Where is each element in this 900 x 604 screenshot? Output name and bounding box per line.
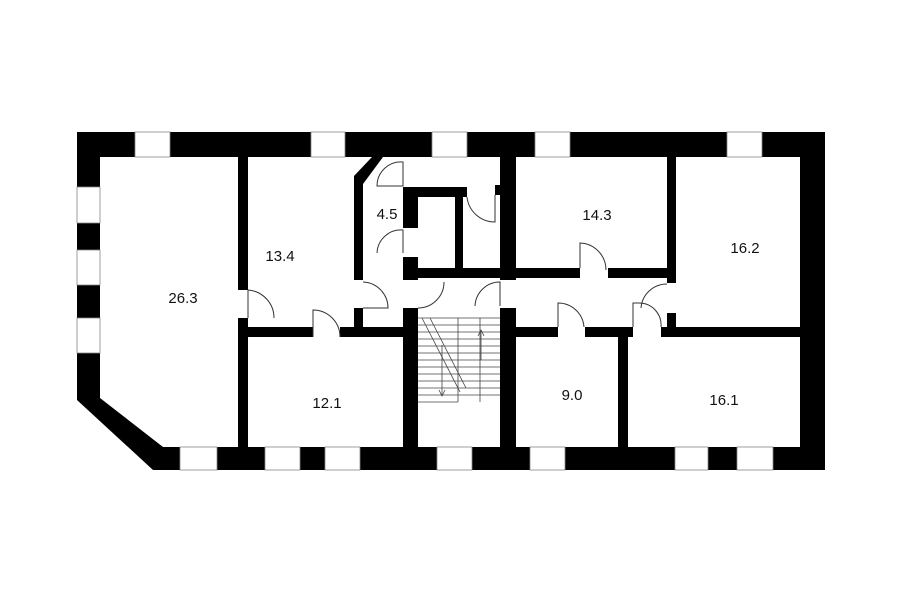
- room-area-label: 16.2: [730, 240, 759, 257]
- room-area-label: 4.5: [377, 206, 398, 223]
- room-area-label: 26.3: [168, 290, 197, 307]
- doors: [247, 161, 668, 338]
- interior-walls: [238, 157, 800, 447]
- room-area-label: 12.1: [312, 395, 341, 412]
- room-area-label: 16.1: [709, 392, 738, 409]
- windows: [76, 131, 774, 471]
- room-area-label: 13.4: [265, 248, 294, 265]
- staircase: [418, 317, 500, 403]
- room-area-label: 14.3: [582, 207, 611, 224]
- room-area-label: 9.0: [562, 387, 583, 404]
